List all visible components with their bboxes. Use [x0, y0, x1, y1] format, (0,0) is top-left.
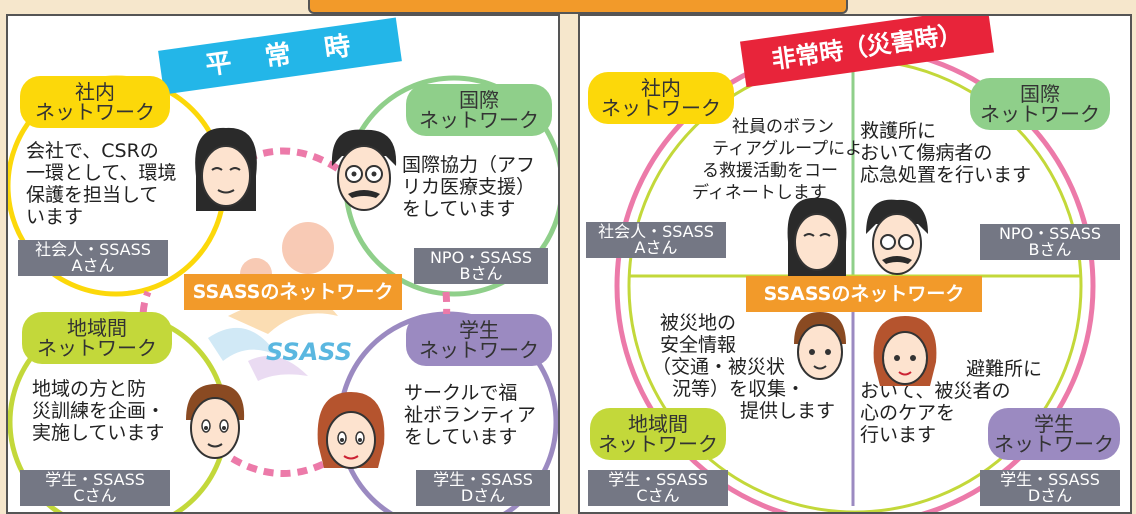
name-line: 学生・SSASS [608, 470, 708, 489]
name-badge-c: 学生・SSASS Cさん [20, 470, 170, 506]
text-line: サークルで福 [404, 382, 518, 404]
text-line: 避難所に [966, 358, 1043, 380]
text-line: 心のケアを [860, 402, 956, 424]
text-line: 祉ボランティア [404, 404, 536, 426]
person-b-icon [331, 129, 397, 211]
name-line: Aさん [71, 256, 115, 275]
text-line: ディネートします [692, 183, 827, 203]
ssass-logo-text: SSASS [266, 338, 353, 366]
tag-line: 地域間 [628, 412, 688, 436]
text-d: 避難所に おいて、被災者の 心のケアを 行います [860, 358, 1042, 446]
text-line: （交通・被災状 [652, 356, 786, 378]
text-a: 会社で、CSRの 一環として、環境 保護を担当して います [26, 140, 176, 228]
tag-line: 国際 [459, 88, 499, 112]
person-c-icon [186, 384, 245, 459]
tag-company-network: 社内 ネットワーク [588, 72, 734, 124]
name-line: Bさん [1028, 240, 1072, 259]
tag-line: 地域間 [67, 316, 127, 340]
name-line: Aさん [634, 238, 678, 257]
text-line: 一環として、環境 [26, 162, 177, 184]
text-line: 国際協力（アフ [402, 154, 536, 176]
person-c-icon [794, 312, 846, 380]
text-d: サークルで福 祉ボランティア をしています [404, 382, 536, 448]
name-line: 学生・SSASS [1000, 470, 1100, 489]
text-line: 地域の方と防 [32, 378, 147, 400]
tag-line: ネットワーク [35, 100, 155, 124]
panel-normal-times: 平 常 時 社内 ネットワーク 会社で、CSRの 一環として、環境 保護を担当し… [6, 14, 560, 514]
name-line: Dさん [1027, 486, 1073, 505]
name-badge-c: 学生・SSASS Cさん [588, 470, 728, 506]
text-line: 安全情報 [660, 334, 737, 356]
text-line: います [26, 206, 84, 228]
text-line: ティアグループによ [712, 139, 863, 159]
tag-line: ネットワーク [598, 432, 718, 456]
person-b-icon [866, 199, 928, 275]
tag-student-network: 学生 ネットワーク [406, 314, 552, 366]
network-label: SSASSのネットワーク [184, 274, 402, 310]
tag-line: ネットワーク [37, 336, 157, 360]
name-line: 社会人・SSASS [598, 222, 714, 241]
name-line: 学生・SSASS [45, 470, 145, 489]
name-line: NPO・SSASS [998, 224, 1102, 243]
text-c: 被災地の 安全情報 （交通・被災状 況等）を収集・ 提供します [652, 312, 835, 422]
name-badge-d: 学生・SSASS Dさん [416, 470, 550, 506]
name-badge-a: 社会人・SSASS Aさん [586, 222, 726, 258]
name-line: Bさん [459, 264, 503, 283]
text-line: 況等）を収集・ [672, 378, 806, 400]
text-b: 救護所に おいて傷病者の 応急処置を行います [860, 120, 1031, 186]
person-a-icon [787, 197, 847, 276]
text-line: 救護所に [860, 120, 937, 142]
tag-line: ネットワーク [419, 108, 539, 132]
person-a-icon [195, 127, 257, 211]
name-line: Cさん [636, 486, 680, 505]
tag-line: ネットワーク [601, 96, 721, 120]
text-line: 実施しています [32, 422, 165, 444]
text-line: 会社で、CSRの [26, 140, 159, 162]
tag-line: 社内 [641, 76, 681, 100]
person-d-icon [873, 316, 937, 386]
tag-student-network: 学生 ネットワーク [988, 408, 1120, 460]
tag-international-network: 国際 ネットワーク [406, 84, 552, 136]
tag-line: 学生 [1034, 412, 1074, 436]
name-line: Dさん [460, 486, 506, 505]
text-line: リカ医療支援） [402, 176, 536, 198]
text-line: 被災地の [660, 312, 737, 334]
text-line: 提供します [740, 400, 836, 422]
text-line: る救援活動をコー [702, 161, 838, 181]
tag-line: ネットワーク [994, 432, 1114, 456]
tag-line: 学生 [459, 318, 499, 342]
tag-regional-network: 地域間 ネットワーク [22, 312, 172, 364]
tag-company-network: 社内 ネットワーク [20, 76, 170, 128]
name-line: 学生・SSASS [433, 470, 533, 489]
name-line: 社会人・SSASS [35, 240, 151, 259]
panel-emergency-times: 非常時（災害時） 社内 ネットワーク 社員のボラン ティアグループによ る救援活… [578, 14, 1132, 514]
text-b: 国際協力（アフ リカ医療支援） をしています [402, 154, 535, 220]
name-badge-a: 社会人・SSASS Aさん [18, 240, 168, 276]
text-line: 社員のボラン [732, 117, 834, 137]
text-line: をしています [404, 426, 518, 448]
person-d-icon [317, 392, 385, 469]
name-line: Cさん [73, 486, 117, 505]
text-line: 応急処置を行います [860, 164, 1032, 186]
name-line: NPO・SSASS [429, 248, 533, 267]
text-line: 災訓練を企画・ [32, 400, 166, 422]
network-label: SSASSのネットワーク [746, 276, 982, 312]
text-a: 社員のボラン ティアグループによ る救援活動をコー ディネートします [672, 116, 862, 204]
tag-line: ネットワーク [419, 338, 539, 362]
name-badge-b: NPO・SSASS Bさん [980, 224, 1120, 260]
title-bar-orange [308, 0, 848, 14]
tag-regional-network: 地域間 ネットワーク [590, 408, 726, 460]
name-badge-b: NPO・SSASS Bさん [414, 248, 548, 284]
tag-line: ネットワーク [980, 102, 1100, 126]
name-badge-d: 学生・SSASS Dさん [980, 470, 1120, 506]
tag-international-network: 国際 ネットワーク [970, 78, 1110, 130]
text-c: 地域の方と防 災訓練を企画・ 実施しています [32, 378, 165, 444]
tag-line: 国際 [1020, 82, 1060, 106]
text-line: おいて傷病者の [860, 142, 993, 164]
text-line: 行います [860, 424, 937, 446]
text-line: をしています [402, 198, 516, 220]
text-line: 保護を担当して [26, 184, 159, 206]
tag-line: 社内 [75, 80, 115, 104]
